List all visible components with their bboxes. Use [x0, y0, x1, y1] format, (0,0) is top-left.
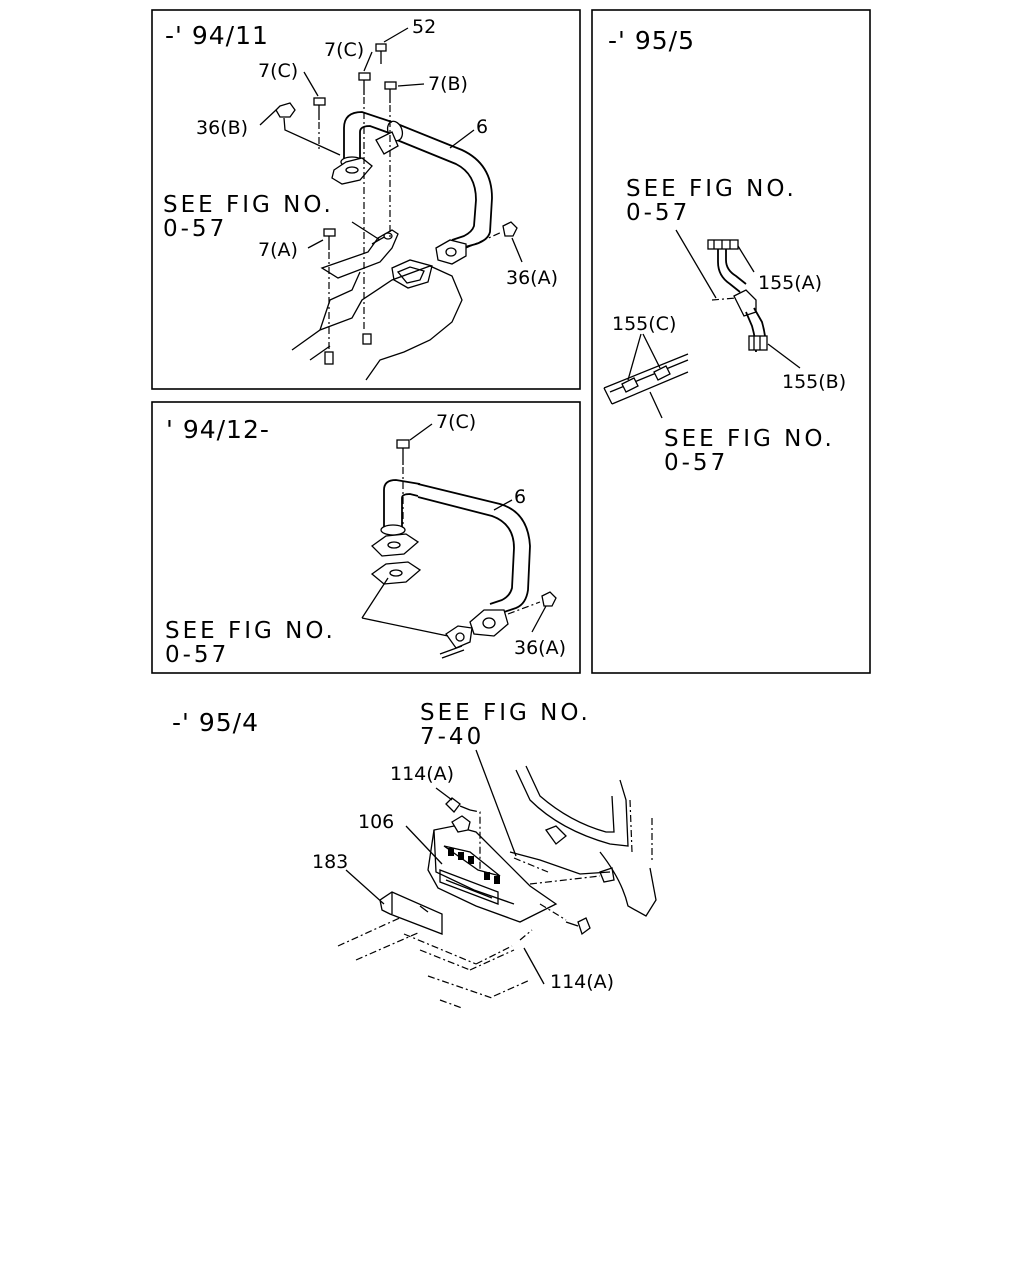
stud-lower-left	[324, 351, 334, 365]
bolt-7c-upper	[358, 72, 371, 95]
callout-7c-upper: 7(C)	[324, 39, 364, 61]
see-fig-line-2: 0-57	[163, 216, 227, 242]
leader-lines-top-right	[627, 229, 801, 419]
callout-7a: 7(A)	[258, 239, 298, 261]
stud-lower-right	[362, 333, 372, 345]
assembly-dash-middle-2	[507, 601, 541, 615]
nut-36a-top	[502, 221, 518, 237]
assembly-dash-lines-bottom	[469, 809, 601, 921]
panel-top-left: -' 94/11	[163, 16, 558, 381]
mounting-bracket-drawing	[320, 229, 399, 279]
clamp-155b	[748, 335, 768, 351]
assembly-dash-lines-top-left	[318, 97, 503, 350]
leader-lines-top-left	[259, 27, 523, 263]
panel-frame-top-left	[151, 9, 581, 390]
clip-155c-b	[653, 365, 671, 381]
panel-top-right: -' 95/5 SEE FIG NO. 0-57	[603, 26, 846, 476]
callout-155a: 155(A)	[758, 272, 822, 294]
callout-7c-middle: 7(C)	[436, 411, 476, 433]
callout-155c: 155(C)	[612, 313, 676, 335]
panel-bottom: -' 95/4 SEE FIG NO. 7-40	[172, 700, 657, 1009]
panel-frame-top-right	[591, 9, 871, 674]
callout-7c-left: 7(C)	[258, 60, 298, 82]
callout-52: 52	[412, 16, 436, 38]
see-fig-upper-line-2: 0-57	[626, 200, 690, 226]
callout-36a: 36(A)	[506, 267, 558, 289]
panel-header-middle-left: ' 94/12-	[166, 415, 270, 444]
engine-block-drawing	[291, 259, 463, 381]
see-fig-upper-line-1: SEE FIG NO.	[626, 176, 797, 202]
callout-114a-upper: 114(A)	[390, 763, 454, 785]
see-fig-line-1: SEE FIG NO.	[163, 192, 334, 218]
floor-console-drawing	[337, 915, 533, 1009]
stud-drawing	[439, 645, 465, 659]
hose-dash	[711, 297, 737, 301]
leader-lines-bottom	[345, 749, 545, 985]
panel-header-top-right: -' 95/5	[608, 26, 695, 55]
bolt-7a	[323, 228, 336, 250]
clip-155c-a	[621, 377, 639, 393]
panel-header-bottom: -' 95/4	[172, 708, 259, 737]
leader-lines-middle-left	[361, 423, 547, 637]
pipe-6-drawing	[331, 111, 493, 265]
bolt-52	[375, 43, 387, 64]
panel-middle-left: ' 94/12-	[165, 411, 566, 668]
see-fig-bottom-line-1: SEE FIG NO.	[420, 700, 591, 726]
nut-36b	[275, 102, 296, 118]
frame-rail-drawing	[603, 353, 689, 405]
hose-drawing	[707, 239, 768, 353]
see-fig-lower-line-1: SEE FIG NO.	[664, 426, 835, 452]
screw-114a-lower	[565, 917, 591, 936]
callout-6-middle: 6	[514, 486, 526, 508]
callout-114a-lower: 114(A)	[550, 971, 614, 993]
callout-183: 183	[312, 851, 348, 873]
gasket-drawing	[370, 561, 473, 649]
screw-114a-upper	[445, 797, 471, 813]
see-fig-lower-line-2: 0-57	[664, 450, 728, 476]
see-fig-bottom-line-2: 7-40	[420, 724, 484, 750]
nut-36a-middle	[541, 591, 557, 607]
panel-frame-middle-left	[151, 401, 581, 674]
pipe-6-drawing-middle	[370, 479, 531, 637]
switch-panel-106-drawing	[427, 815, 558, 923]
bolt-7b	[384, 81, 397, 103]
callout-7b: 7(B)	[428, 73, 468, 95]
see-fig-middle-line-2: 0-57	[165, 642, 229, 668]
bolt-7c-left	[313, 97, 326, 120]
panel-header-top-left: -' 94/11	[165, 21, 269, 50]
trim-183-drawing	[379, 891, 443, 935]
callout-155b: 155(B)	[782, 371, 846, 393]
cab-structure-drawing	[509, 765, 657, 917]
see-fig-middle-line-1: SEE FIG NO.	[165, 618, 336, 644]
clamp-155a	[707, 239, 739, 250]
bolt-7c-middle	[396, 439, 410, 465]
callout-36a-middle: 36(A)	[514, 637, 566, 659]
callout-36b: 36(B)	[196, 117, 248, 139]
callout-6: 6	[476, 116, 488, 138]
callout-106: 106	[358, 811, 394, 833]
